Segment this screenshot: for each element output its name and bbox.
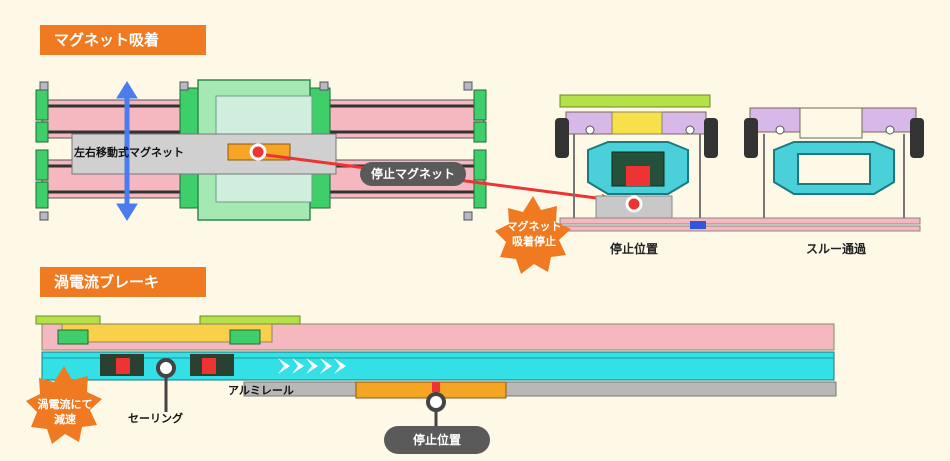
base-marker [690,221,706,229]
ceiling-marker [156,358,176,378]
section-title-eddy-brake: 渦電流ブレーキ [40,267,206,297]
eddy-burst-line1: 渦電流にて [37,398,93,411]
rail-clamps [35,87,487,209]
stop-position-marker [426,392,446,412]
aluminum-rail [243,381,837,397]
pass-through-view [744,107,924,218]
magnet-stop-burst-text: マグネット 吸着停止 [498,219,570,249]
magnet-stop-burst [495,196,571,274]
stop-magnet-point [249,143,267,161]
ceiling-label: セーリング [128,412,183,425]
stop-position-view [555,94,718,219]
rail-end-caps [39,81,473,221]
eddy-brake-burst [26,366,102,444]
eddy-burst-line2: 減速 [54,413,76,426]
stop-position-callout: 停止位置 [384,426,490,454]
stop-magnet-callout: 停止マグネット [360,162,466,186]
base-rail [559,217,921,225]
magnet-burst-line1: マグネット [506,220,562,233]
section-title-magnet: マグネット吸着 [40,25,206,55]
direction-chevrons [278,358,346,374]
eddy-brake-burst-text: 渦電流にて 減速 [28,397,102,427]
lateral-move-arrow [116,81,138,221]
eddy-brake-units [100,354,234,376]
caption-stop-position: 停止位置 [609,242,658,256]
magnet-burst-line2: 吸着停止 [512,235,556,248]
caption-pass-through: スルー通過 [805,242,866,256]
aluminum-rail-label: アルミレール [228,384,294,397]
movable-magnet-label: 左右移動式マグネット [74,146,184,159]
movable-magnet-block [71,133,337,175]
